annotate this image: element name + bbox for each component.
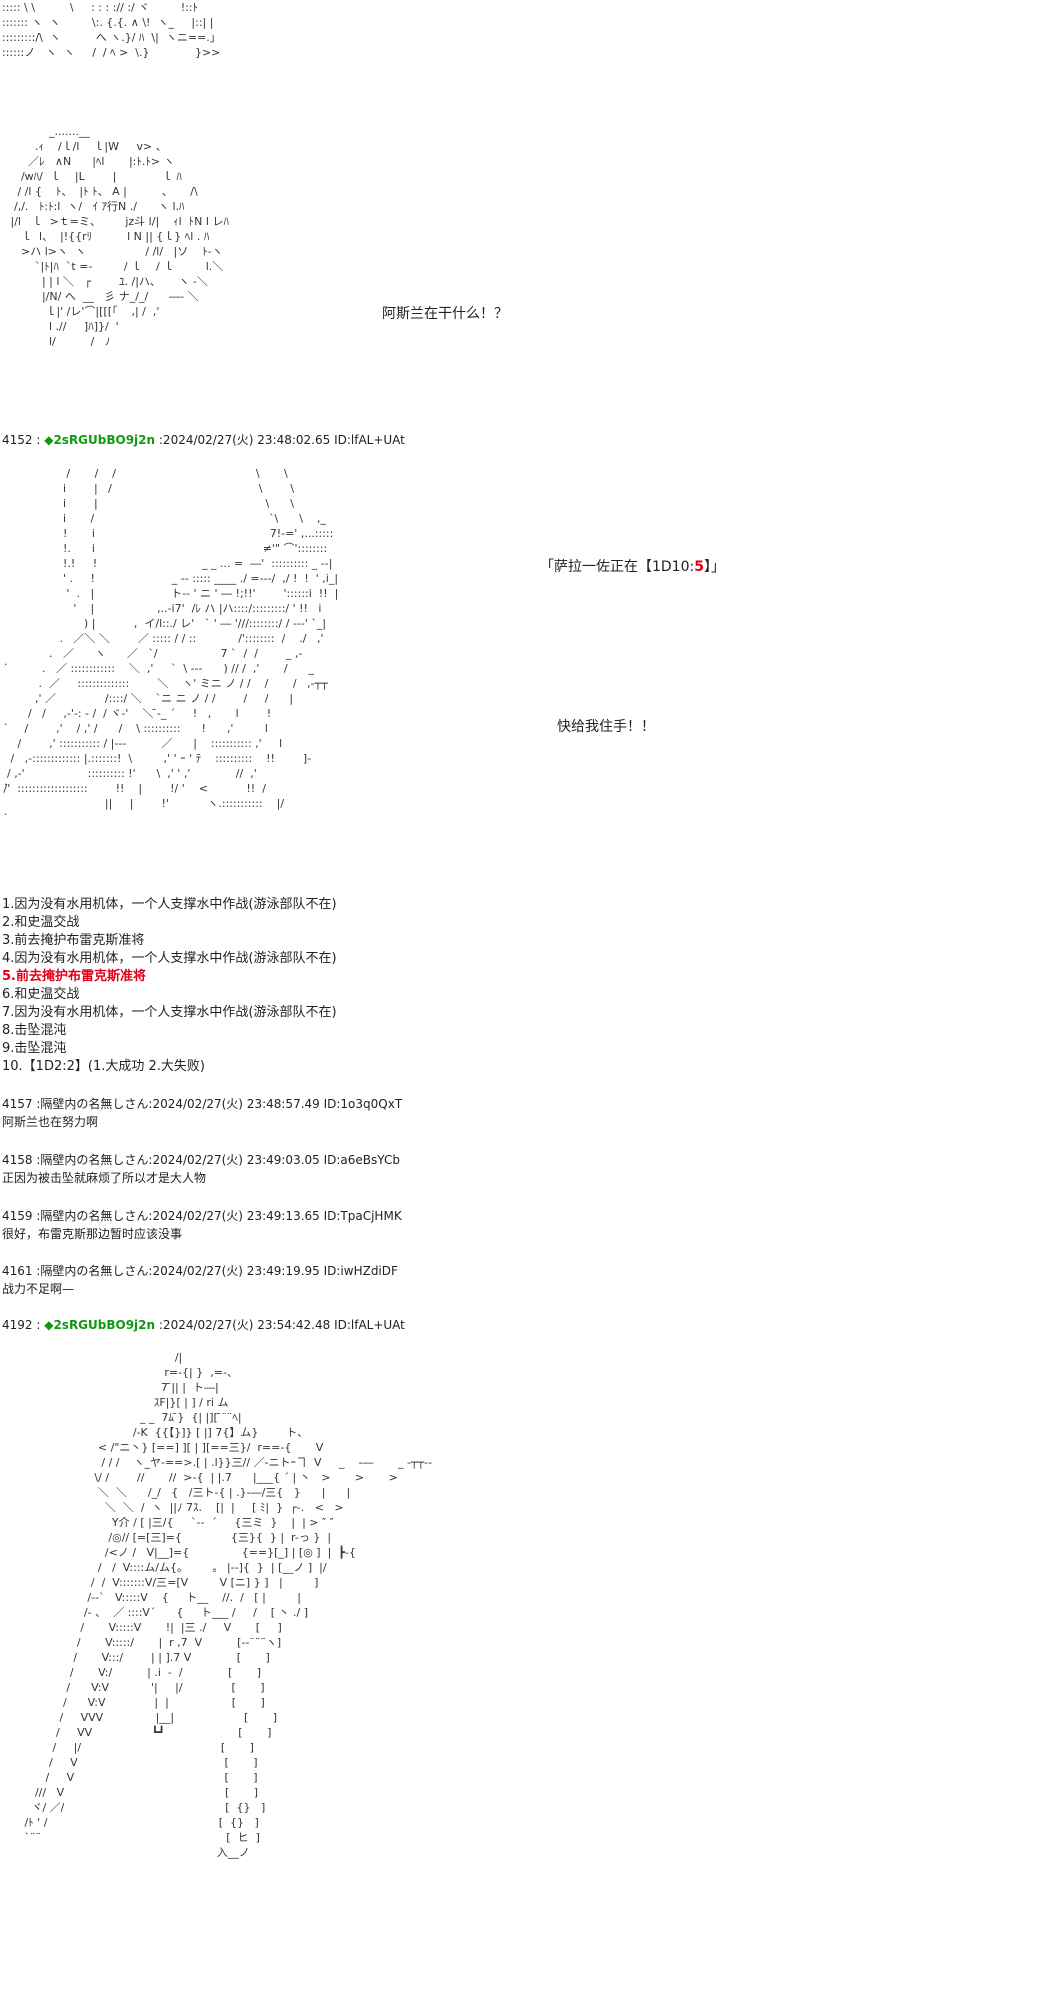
choice-item: 6.和史温交战 <box>2 987 80 1002</box>
post-4158: 4158 :隔壁内の名無しさん:2024/02/27(火) 23:49:03.0… <box>2 1151 400 1187</box>
post-separator: : <box>32 433 45 447</box>
poster-trip: ◆2sRGUbBO9j2n <box>44 433 156 447</box>
post-body: 正因为被击坠就麻烦了所以才是大人物 <box>2 1171 207 1185</box>
poster-name: 隔壁内の名無しさん <box>40 1209 149 1223</box>
choice-list: 1.因为没有水用机体，一个人支撑水中作战(游泳部队不在) 2.和史温交战 3.前… <box>2 896 337 1076</box>
sarah-speech-prefix: 「萨拉一佐正在【1D10: <box>540 559 695 575</box>
post-header: 4159 :隔壁内の名無しさん:2024/02/27(火) 23:49:13.6… <box>2 1207 402 1225</box>
post-number[interactable]: 4161 <box>2 1264 33 1278</box>
choice-item: 1.因为没有水用机体，一个人支撑水中作战(游泳部队不在) <box>2 897 337 912</box>
choice-item-selected: 5.前去掩护布雷克斯准将 <box>2 969 146 984</box>
dice-result: 5 <box>694 559 704 575</box>
asran-speech: 阿斯兰在干什么！？ <box>382 306 508 322</box>
post-number[interactable]: 4159 <box>2 1209 33 1223</box>
post-meta: :2024/02/27(火) 23:49:13.65 ID:TpaCjHMK <box>148 1209 402 1223</box>
post-4152: 4152 : ◆2sRGUbBO9j2n :2024/02/27(火) 23:4… <box>2 431 405 449</box>
poster-name: 隔壁内の名無しさん <box>40 1264 149 1278</box>
poster-name: 隔壁内の名無しさん <box>40 1097 149 1111</box>
post-meta: :2024/02/27(火) 23:48:02.65 ID:lfAL+UAt <box>155 433 405 447</box>
post-4157: 4157 :隔壁内の名無しさん:2024/02/27(火) 23:48:57.4… <box>2 1095 402 1131</box>
left-margin-marks: . . . . <box>4 655 8 818</box>
choice-item: 2.和史温交战 <box>2 915 80 930</box>
post-4159: 4159 :隔壁内の名無しさん:2024/02/27(火) 23:49:13.6… <box>2 1207 402 1243</box>
post-separator: : <box>32 1264 41 1278</box>
robot-battle-ascii-art: / / / \ \ i | / \ \ i | <box>3 467 339 810</box>
post-meta: :2024/02/27(火) 23:54:42.48 ID:lfAL+UAt <box>155 1318 405 1332</box>
stop-speech: 快给我住手！！ <box>557 719 655 735</box>
post-number[interactable]: 4158 <box>2 1153 33 1167</box>
choice-item: 9.击坠混沌 <box>2 1041 67 1056</box>
post-header: 4192 : ◆2sRGUbBO9j2n :2024/02/27(火) 23:5… <box>2 1316 405 1334</box>
mecha-ascii-art: /| r=-{| } ,=-、 7 ̄|| | ト―| ｽF|}[ | ] / … <box>24 1351 433 1859</box>
post-number[interactable]: 4192 <box>2 1318 33 1332</box>
choice-item: 4.因为没有水用机体，一个人支撑水中作战(游泳部队不在) <box>2 951 337 966</box>
post-header: 4152 : ◆2sRGUbBO9j2n :2024/02/27(火) 23:4… <box>2 431 405 449</box>
poster-name: 隔壁内の名無しさん <box>40 1153 149 1167</box>
choice-item: 3.前去掩护布雷克斯准将 <box>2 933 145 948</box>
sarah-speech-suffix: 】」 <box>703 559 725 575</box>
post-body: 战力不足啊— <box>2 1282 75 1296</box>
post-number[interactable]: 4152 <box>2 433 33 447</box>
post-header: 4158 :隔壁内の名無しさん:2024/02/27(火) 23:49:03.0… <box>2 1151 400 1169</box>
poster-trip: ◆2sRGUbBO9j2n <box>44 1318 156 1332</box>
sarah-speech: 「萨拉一佐正在【1D10:5】」 <box>540 558 725 576</box>
post-meta: :2024/02/27(火) 23:48:57.49 ID:1o3q0QxT <box>148 1097 403 1111</box>
choice-item: 8.击坠混沌 <box>2 1023 67 1038</box>
post-header: 4161 :隔壁内の名無しさん:2024/02/27(火) 23:49:19.9… <box>2 1262 398 1280</box>
choice-item: 10.【1D2:2】(1.大成功 2.大失败) <box>2 1059 205 1074</box>
post-body: 很好，布雷克斯那边暂时应该没事 <box>2 1227 183 1241</box>
post-4192: 4192 : ◆2sRGUbBO9j2n :2024/02/27(火) 23:5… <box>2 1316 405 1334</box>
choice-item: 7.因为没有水用机体，一个人支撑水中作战(游泳部队不在) <box>2 1005 337 1020</box>
top-ascii-art-fragment: ::::: \ \ \ : : : :// :/ ヾ !::ﾄ ::::::: … <box>2 1 221 59</box>
post-number[interactable]: 4157 <box>2 1097 33 1111</box>
post-body: 阿斯兰也在努力啊 <box>2 1115 99 1129</box>
post-meta: :2024/02/27(火) 23:49:03.05 ID:a6eBsYCb <box>148 1153 400 1167</box>
post-separator: : <box>32 1097 41 1111</box>
girl-face-ascii-art: _.......__ .ｨ /ｌ/l ｌ|W v> 、 ／ﾚ ∧N |ﾍl |:… <box>10 125 229 348</box>
post-separator: : <box>32 1153 41 1167</box>
post-separator: : <box>32 1209 41 1223</box>
post-separator: : <box>32 1318 45 1332</box>
post-meta: :2024/02/27(火) 23:49:19.95 ID:iwHZdiDF <box>148 1264 398 1278</box>
post-4161: 4161 :隔壁内の名無しさん:2024/02/27(火) 23:49:19.9… <box>2 1262 398 1298</box>
post-header: 4157 :隔壁内の名無しさん:2024/02/27(火) 23:48:57.4… <box>2 1095 402 1113</box>
